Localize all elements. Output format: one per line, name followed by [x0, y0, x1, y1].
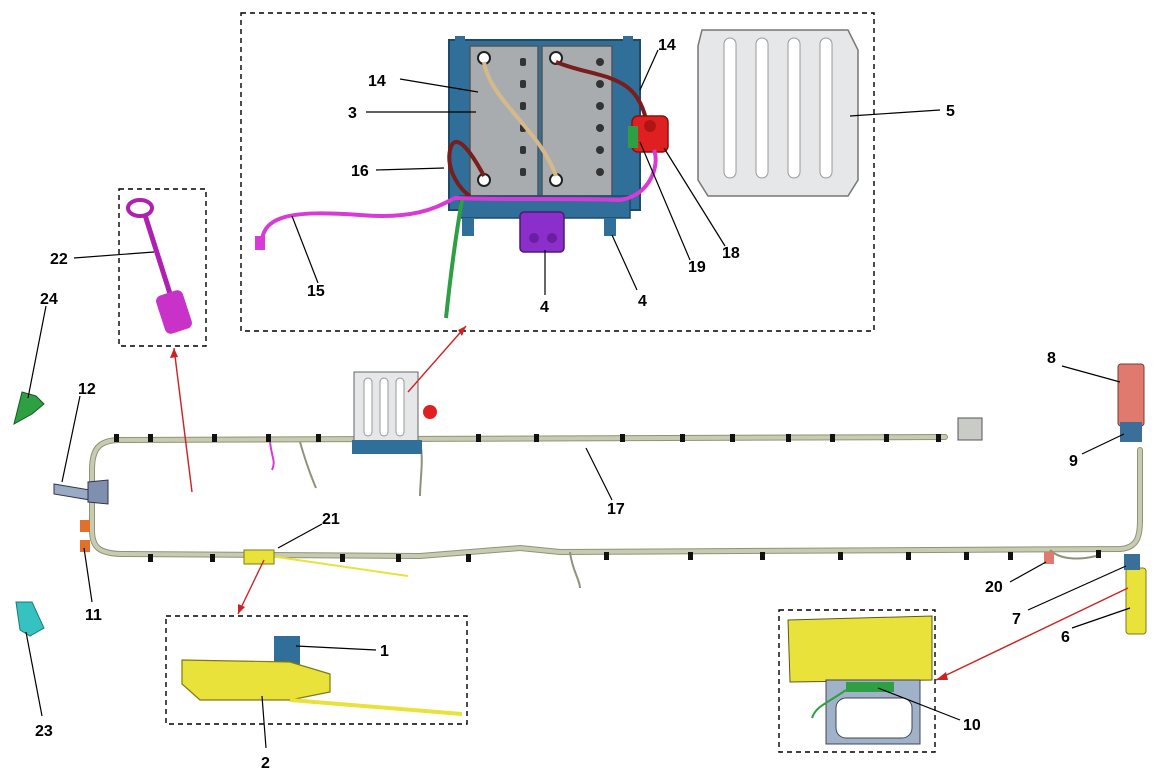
battery-detail-box [240, 12, 875, 332]
battery-cover [697, 29, 859, 197]
callout-21: 21 [322, 511, 340, 528]
callout-19: 19 [688, 259, 706, 276]
callout-16: 16 [351, 163, 369, 180]
callout-15: 15 [307, 283, 325, 300]
callout-14a: 14 [368, 73, 386, 90]
callout-5: 5 [946, 103, 955, 120]
item-22-detail-box [118, 188, 207, 347]
item-1-2-detail-box [165, 615, 468, 725]
callout-labels: 14 3 16 15 4 4 14 5 18 19 22 24 12 11 23… [35, 37, 1078, 772]
callout-11: 11 [85, 607, 102, 624]
callout-20: 20 [985, 579, 1003, 596]
callout-24: 24 [40, 291, 58, 308]
callout-17: 17 [607, 501, 625, 518]
item-6-part [1125, 567, 1147, 635]
item-1-2-detail [181, 636, 463, 716]
item-8-part [1117, 363, 1145, 427]
callout-4b: 4 [638, 293, 647, 310]
callout-12: 12 [78, 381, 96, 398]
item-23-part [15, 601, 45, 637]
callout-8: 8 [1047, 350, 1056, 367]
callout-18: 18 [722, 245, 740, 262]
item-7-bracket [1124, 554, 1140, 570]
callout-1: 1 [380, 643, 389, 660]
callout-6: 6 [1061, 629, 1070, 646]
detail-arrows [170, 325, 1129, 681]
item-11-part [80, 520, 90, 552]
battery-assembly-detail [255, 36, 669, 319]
relay-module [519, 211, 565, 253]
item-10-detail [787, 615, 933, 745]
callout-22: 22 [50, 251, 68, 268]
item-10-detail-box [778, 609, 936, 753]
callout-23: 23 [35, 723, 53, 740]
item-21-part [243, 549, 275, 565]
callout-7: 7 [1012, 611, 1021, 628]
callout-3: 3 [348, 105, 357, 122]
callout-10: 10 [963, 717, 981, 734]
main-wiring-harness [89, 434, 1143, 589]
callout-14b: 14 [658, 37, 676, 54]
item-12-horn [53, 479, 109, 505]
callout-9: 9 [1069, 453, 1078, 470]
callout-2: 2 [261, 755, 270, 772]
callout-4a: 4 [540, 299, 549, 316]
item-24-part [13, 391, 45, 425]
item-20-part [1044, 552, 1054, 564]
item-9-bracket [1120, 422, 1142, 442]
item-22-part [126, 198, 192, 334]
leader-lines [25, 49, 1131, 749]
battery-assembly-overview [352, 371, 437, 454]
